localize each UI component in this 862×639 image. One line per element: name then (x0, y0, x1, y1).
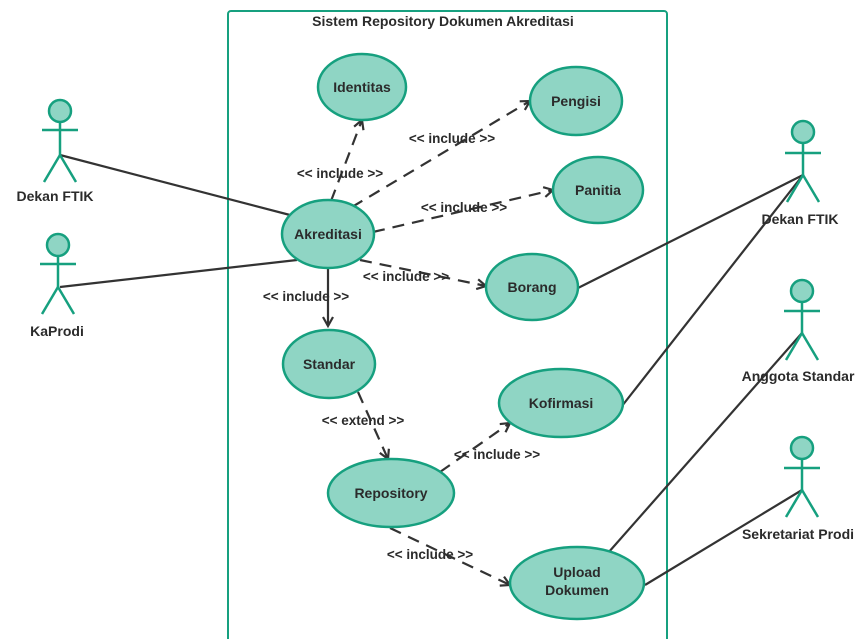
usecase-pengisi-label: Pengisi (551, 93, 601, 109)
actor-dekan-ftik-right-label: Dekan FTIK (761, 211, 838, 227)
actor-dekan-ftik-right[interactable] (785, 119, 821, 203)
dep-akreditasi-panitia (372, 190, 553, 234)
usecase-identitas[interactable]: Identitas (316, 52, 408, 122)
usecase-akreditasi-label: Akreditasi (294, 226, 362, 242)
assoc-dekan-left-akreditasi (59, 153, 291, 217)
dep-akreditasi-identitas (329, 120, 362, 202)
assoc-upload-anggota (607, 332, 803, 554)
usecase-panitia-label: Panitia (575, 182, 621, 198)
dep-repository-kofirmasi (439, 423, 510, 473)
usecase-repository[interactable]: Repository (326, 457, 456, 529)
actor-dekan-ftik-left[interactable] (42, 98, 78, 183)
label-include-upload: << include >> (387, 547, 473, 562)
actor-sekretariat-prodi-label: Sekretariat Prodi (742, 526, 854, 542)
dep-repository-upload (389, 527, 510, 585)
usecase-borang[interactable]: Borang (484, 252, 580, 322)
actor-kaprodi-label: KaProdi (30, 323, 84, 339)
usecase-standar-label: Standar (303, 356, 356, 372)
dependency-lines (329, 101, 553, 585)
label-include-panitia: << include >> (421, 200, 507, 215)
usecase-panitia[interactable]: Panitia (551, 155, 645, 225)
usecase-standar[interactable]: Standar (281, 328, 377, 400)
actor-dekan-ftik-left-label: Dekan FTIK (16, 188, 93, 204)
usecase-repository-label: Repository (354, 485, 427, 501)
actor-anggota-standar[interactable] (784, 278, 820, 361)
label-include-identitas: << include >> (297, 166, 383, 181)
usecase-borang-label: Borang (508, 279, 557, 295)
actor-anggota-standar-label: Anggota Standar (742, 368, 855, 384)
actor-sekretariat-prodi[interactable] (784, 435, 820, 518)
actor-kaprodi[interactable] (40, 232, 76, 315)
usecase-akreditasi[interactable]: Akreditasi (280, 198, 376, 270)
dep-standar-repository (356, 391, 388, 459)
usecase-upload-label-2: Dokumen (545, 582, 609, 598)
assoc-kaprodi-akreditasi (59, 258, 298, 289)
usecase-upload-dokumen[interactable]: Upload Dokumen (508, 545, 646, 621)
usecase-pengisi[interactable]: Pengisi (528, 65, 624, 137)
dep-akreditasi-pengisi (351, 101, 530, 208)
system-title: Sistem Repository Dokumen Akreditasi (312, 13, 574, 29)
label-include-standar: << include >> (263, 289, 349, 304)
dep-akreditasi-borang (359, 258, 486, 286)
label-extend: << extend >> (322, 413, 405, 428)
usecase-kofirmasi-label: Kofirmasi (529, 395, 594, 411)
assoc-upload-sekretariat (644, 489, 803, 586)
system-boundary (227, 10, 668, 639)
label-include-pengisi: << include >> (409, 131, 495, 146)
assoc-kofirmasi-dekan-right (621, 174, 804, 407)
label-include-kofirmasi: << include >> (454, 447, 540, 462)
assoc-borang-dekan-right (577, 174, 804, 289)
usecase-identitas-label: Identitas (333, 79, 391, 95)
association-lines (59, 153, 804, 586)
usecase-kofirmasi[interactable]: Kofirmasi (497, 367, 625, 439)
label-include-borang: << include >> (363, 269, 449, 284)
usecase-upload-label-1: Upload (553, 564, 600, 580)
